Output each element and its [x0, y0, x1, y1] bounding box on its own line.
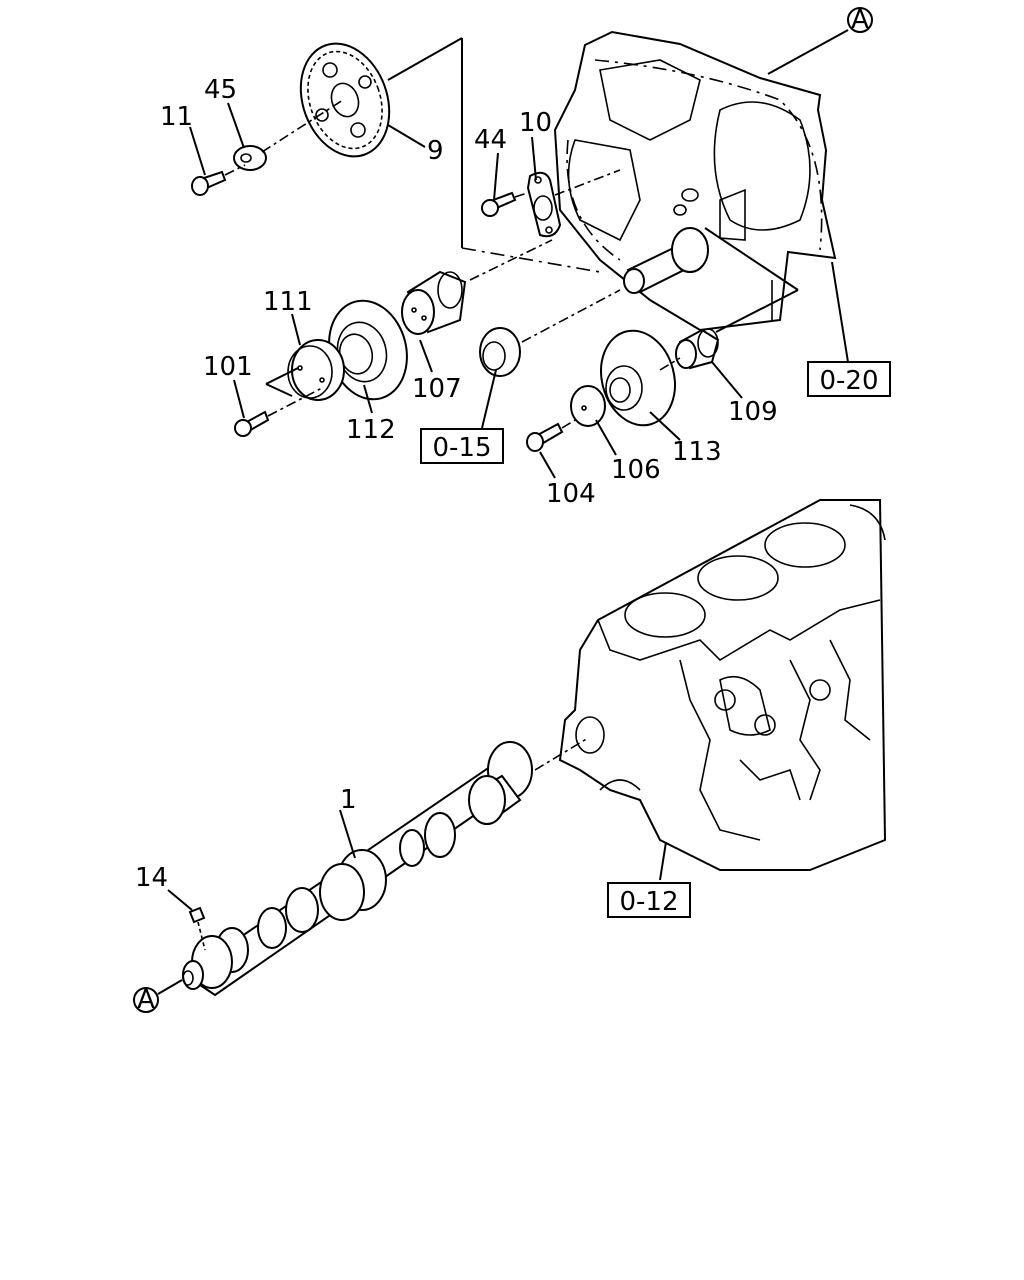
label-1: 1 — [340, 785, 357, 815]
ref-box-0-15: 0-15 — [420, 428, 504, 464]
connector-mark-a: A — [851, 5, 869, 35]
label-107: 107 — [412, 374, 462, 404]
ref-0-20: 0-20 — [819, 366, 878, 396]
ref-box-0-20: 0-20 — [807, 361, 891, 397]
bolt-11 — [191, 170, 227, 196]
label-106: 106 — [611, 455, 661, 485]
bolt-101 — [234, 410, 270, 437]
key-14 — [188, 906, 206, 951]
label-109: 109 — [728, 397, 778, 427]
bolt-104 — [526, 422, 564, 452]
gear-case-housing — [553, 30, 837, 332]
washer-45 — [233, 145, 267, 171]
gear-9 — [299, 42, 391, 158]
camshaft-1 — [182, 741, 533, 997]
gear-113 — [600, 329, 676, 427]
label-112: 112 — [346, 415, 396, 445]
leader-lines — [167, 102, 849, 911]
washer-106 — [570, 385, 606, 427]
centerline-gasket-10 — [554, 169, 621, 196]
ref-0-15: 0-15 — [432, 433, 491, 463]
ref-0-12: 0-12 — [619, 887, 678, 917]
label-101: 101 — [203, 352, 253, 382]
label-11: 11 — [160, 102, 193, 132]
centerline-bolt-44 — [514, 191, 531, 198]
centerline-gear-9 — [261, 99, 344, 153]
centerline-pump-gear — [521, 289, 621, 343]
label-113: 113 — [672, 437, 722, 467]
label-44: 44 — [474, 125, 507, 155]
bracket-gear-9 — [387, 37, 601, 273]
centerline-camshaft — [534, 737, 589, 771]
centerline-bolt-11 — [224, 164, 246, 176]
label-45: 45 — [204, 75, 237, 105]
bolt-44 — [481, 191, 517, 217]
connector-a-bottom: A — [133, 979, 183, 1015]
pump-gear — [479, 327, 521, 377]
label-10: 10 — [519, 108, 552, 138]
label-14: 14 — [135, 863, 168, 893]
connector-a-top: A — [767, 5, 873, 75]
label-9: 9 — [427, 136, 444, 166]
centerline-bolt-104 — [561, 419, 576, 429]
label-104: 104 — [546, 479, 596, 509]
label-111: 111 — [263, 287, 313, 317]
cylinder-block — [558, 499, 887, 871]
bracket-bolt-101 — [265, 367, 323, 417]
connector-mark-a-2: A — [137, 985, 155, 1015]
bush-107 — [401, 270, 467, 335]
gasket-10 — [526, 171, 562, 238]
bush-109 — [675, 328, 720, 370]
centerline-gear-113 — [659, 357, 681, 371]
plate-111 — [287, 339, 345, 401]
idler-shaft — [623, 227, 709, 294]
ref-box-0-12: 0-12 — [607, 882, 691, 918]
centerline-bush-107 — [469, 239, 553, 281]
bracket-bush-109 — [704, 227, 799, 333]
